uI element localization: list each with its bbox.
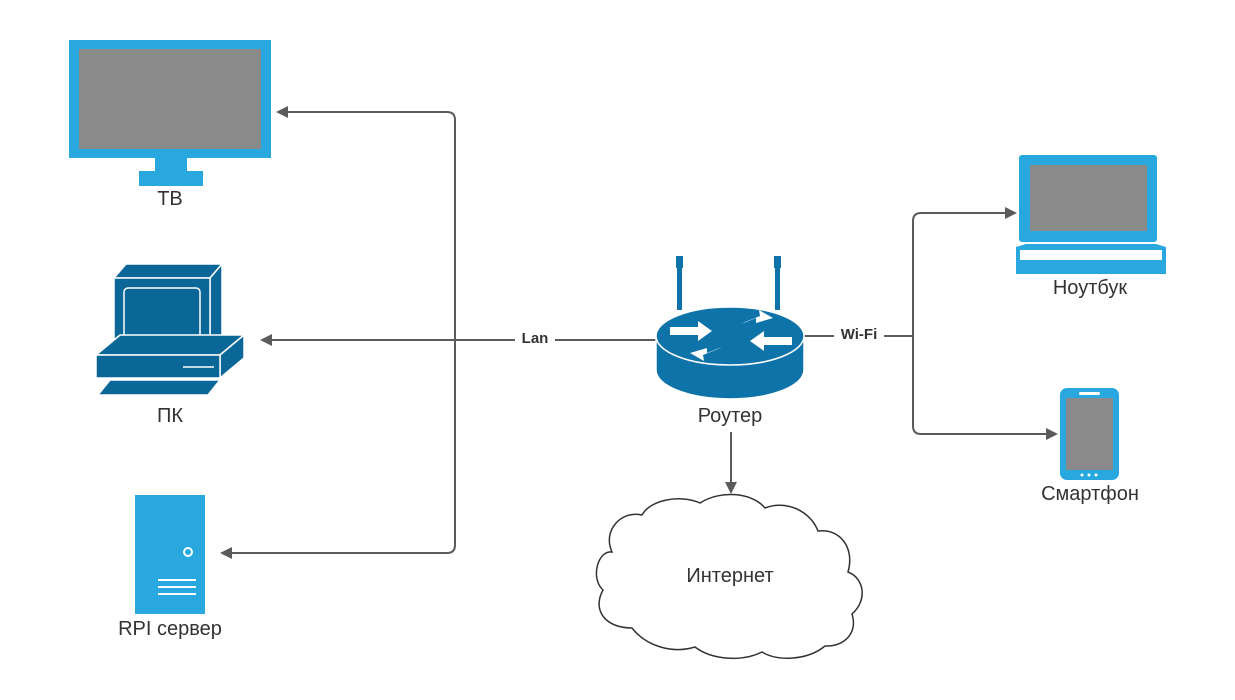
wifi-label: Wi-Fi (841, 326, 878, 343)
laptop-icon (1016, 155, 1166, 274)
internet-node[interactable]: Интернет (595, 493, 863, 660)
router-icon (655, 256, 805, 400)
cloud-icon (595, 493, 863, 660)
server-tower-icon (135, 495, 205, 614)
tv-node[interactable]: ТВ (69, 40, 271, 210)
smartphone-node[interactable]: Смартфон (1041, 388, 1139, 505)
internet-label: Интернет (686, 565, 773, 587)
desktop-pc-icon (95, 263, 245, 396)
router-label: Роутер (698, 405, 763, 427)
pc-node[interactable]: ПК (95, 263, 245, 427)
smartphone-label: Смартфон (1041, 483, 1139, 505)
lan-label: Lan (522, 330, 549, 347)
wifi-label-bg (834, 324, 884, 344)
wifi-connectors: Wi-Fi (804, 207, 1058, 440)
server-node[interactable]: RPI сервер (118, 495, 222, 640)
server-label: RPI сервер (118, 618, 222, 640)
pc-label: ПК (157, 405, 183, 427)
laptop-label: Ноутбук (1053, 277, 1128, 299)
router-arrows (670, 310, 792, 361)
laptop-node[interactable]: Ноутбук (1016, 155, 1166, 299)
wifi-edge-to-laptop (912, 207, 1017, 336)
antenna-right (774, 256, 781, 310)
wifi-edge-to-smartphone (912, 336, 1058, 440)
lan-label-bg (515, 328, 555, 348)
lan-edge-to-tv (276, 106, 456, 340)
router-node[interactable]: Роутер (655, 256, 805, 427)
antenna-left (676, 256, 683, 310)
tv-monitor-icon (69, 40, 271, 186)
smartphone-icon (1060, 388, 1119, 480)
tv-label: ТВ (157, 188, 183, 210)
lan-edge-to-server (220, 340, 456, 559)
lan-connectors: Lan (220, 106, 656, 559)
